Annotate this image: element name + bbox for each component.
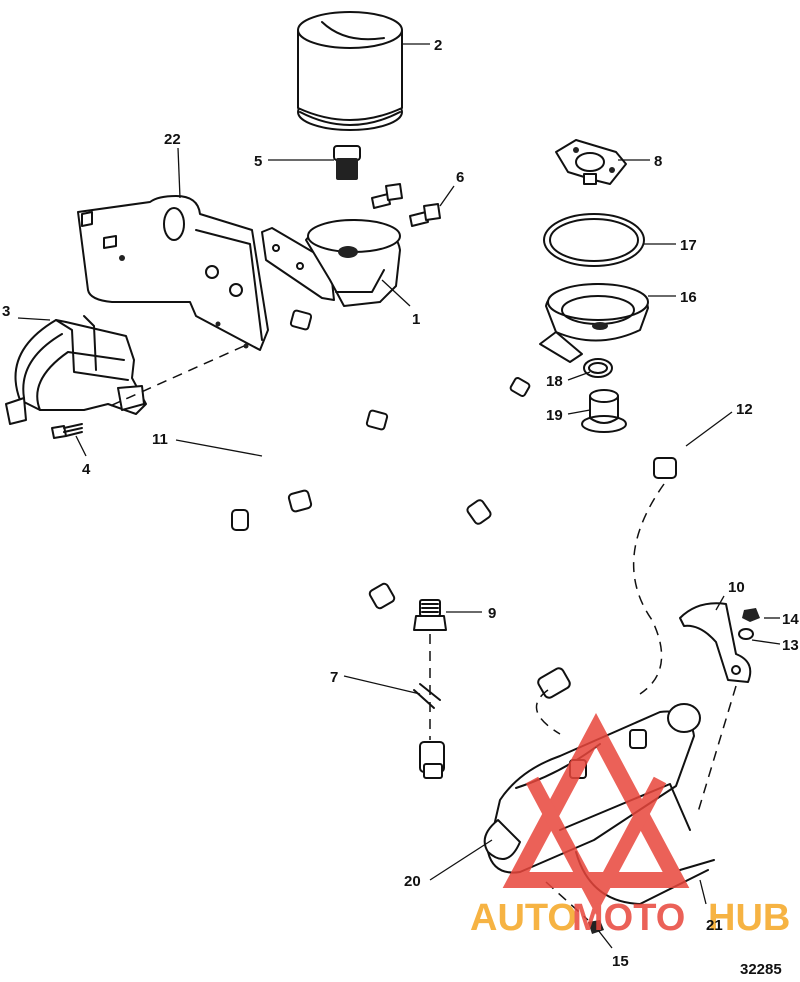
callout-22: 22 xyxy=(164,131,181,148)
callout-14: 14 xyxy=(782,611,799,628)
part-14-nut xyxy=(742,608,760,622)
callout-6: 6 xyxy=(456,169,464,186)
callout-4: 4 xyxy=(82,461,91,478)
watermark-text-auto: AUTO xyxy=(470,897,577,939)
part-18-washer xyxy=(583,358,613,378)
callout-17: 17 xyxy=(680,237,697,254)
watermark-inner-mark xyxy=(525,776,667,915)
callout-7: 7 xyxy=(330,669,338,686)
callout-12: 12 xyxy=(736,401,753,418)
part-12-hose xyxy=(368,435,683,610)
callout-10: 10 xyxy=(728,579,745,596)
leader-lines xyxy=(17,43,781,949)
callout-21: 21 xyxy=(706,917,723,934)
callout-18: 18 xyxy=(546,373,563,390)
part-16-housing-base xyxy=(539,283,649,363)
part-22-mounting-bracket xyxy=(77,195,269,351)
callout-19: 19 xyxy=(546,407,563,424)
part-10-clamp xyxy=(679,602,752,683)
part-5-adapter-nipple xyxy=(333,145,361,180)
part-19-sleeve xyxy=(581,389,627,433)
callout-8: 8 xyxy=(654,153,662,170)
watermark-logo: AUTO MOTO HUB xyxy=(470,713,790,939)
part-11-oil-lines xyxy=(231,309,531,608)
callout-5: 5 xyxy=(254,153,262,170)
watermark-text-moto: MOTO xyxy=(572,897,685,939)
part-8-cover xyxy=(555,139,627,185)
part-7-hose xyxy=(371,631,572,819)
part-2-oil-filter xyxy=(297,11,403,131)
callout-labels: 2 5 22 6 8 17 16 1 3 4 11 18 19 12 9 7 1… xyxy=(2,37,799,970)
callout-15: 15 xyxy=(612,953,629,970)
part-13-washer xyxy=(738,628,754,640)
watermark-text-hub: HUB xyxy=(708,897,790,939)
callout-2: 2 xyxy=(434,37,442,54)
part-15-screw xyxy=(588,920,604,934)
callout-3: 3 xyxy=(2,303,10,320)
callout-9: 9 xyxy=(488,605,496,622)
callout-1: 1 xyxy=(412,311,420,328)
part-6-bolts xyxy=(371,183,441,227)
document-number: 32285 xyxy=(740,961,782,978)
callout-11: 11 xyxy=(152,431,168,448)
callout-20: 20 xyxy=(404,873,421,890)
part-9-fitting xyxy=(413,599,447,631)
part-3-clamp-bracket xyxy=(5,315,147,425)
part-1-filter-mount xyxy=(261,219,401,307)
watermark-triangle xyxy=(502,713,690,888)
callout-16: 16 xyxy=(680,289,697,306)
part-4-screw xyxy=(51,423,83,439)
alignment-lines xyxy=(109,345,737,921)
callout-13: 13 xyxy=(782,637,799,654)
part-17-o-ring xyxy=(543,213,645,267)
